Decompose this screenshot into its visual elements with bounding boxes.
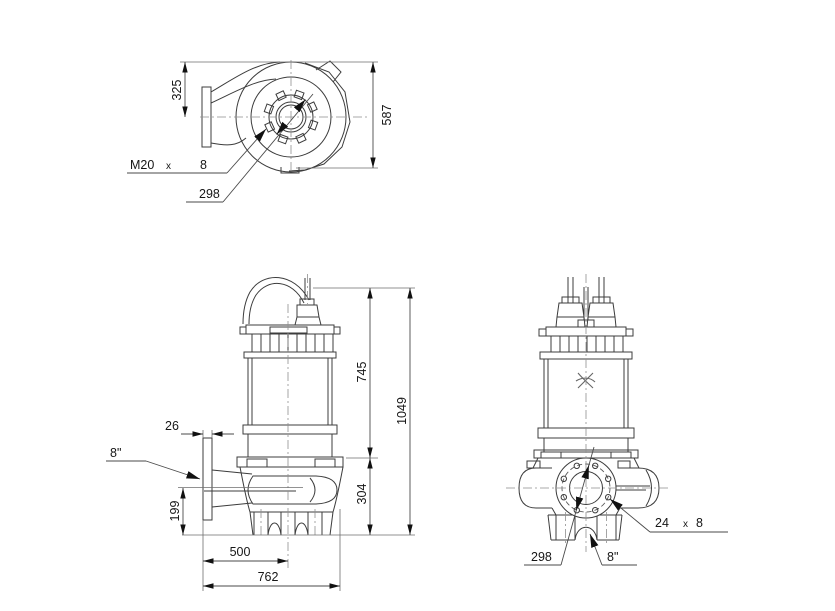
dim-587-label: 587 bbox=[380, 105, 394, 126]
leader-arrow-8in-front bbox=[589, 533, 603, 566]
dim-325-label: 325 bbox=[170, 80, 184, 101]
bolt-lugs bbox=[263, 89, 319, 145]
side-view-dimensions: 26 8" 199 500 762 745 304 1049 bbox=[106, 287, 415, 591]
bolt-hole-count-label: 8 bbox=[696, 516, 703, 530]
cooling-ribs bbox=[251, 334, 334, 352]
motor-top-plate bbox=[243, 351, 337, 359]
dim-1049-label: 1049 bbox=[395, 397, 409, 425]
lifting-lug-right bbox=[333, 326, 341, 335]
discharge-pipe-inner-wall bbox=[210, 78, 277, 104]
dim-298-front-label: 298 bbox=[531, 550, 552, 564]
casting-tab-top bbox=[315, 60, 342, 83]
dim-762-label: 762 bbox=[258, 570, 279, 584]
volute-bolt-tab-right bbox=[314, 458, 336, 468]
pump-housing-upper bbox=[247, 433, 333, 458]
cable-gland-left bbox=[555, 302, 586, 328]
leader-arrow-m20 bbox=[226, 128, 267, 174]
side-view: 26 8" 199 500 762 745 304 1049 bbox=[106, 274, 415, 591]
lug-right-front bbox=[625, 328, 634, 337]
support-feet bbox=[249, 511, 334, 536]
front-view-dimensions: 298 24 x 8 8" bbox=[524, 446, 728, 566]
clamp-band bbox=[242, 424, 338, 435]
volute-side-right bbox=[332, 466, 344, 513]
discharge-size-label-front: 8" bbox=[607, 550, 618, 564]
bolt-sign-label: x bbox=[166, 161, 171, 172]
diameter-arrow-upper bbox=[293, 99, 306, 113]
motor-body bbox=[247, 357, 333, 426]
pod-tab-right bbox=[617, 460, 631, 469]
cooling-ribs-front bbox=[550, 336, 624, 352]
diameter-arrow-upper-front bbox=[581, 465, 590, 480]
bolt-thread-label: M20 bbox=[130, 158, 154, 172]
volute-casting-outline bbox=[288, 62, 351, 172]
lifting-lug-left bbox=[239, 326, 247, 335]
front-view-centerlines bbox=[506, 274, 668, 552]
discharge-pipe-lower-wall bbox=[210, 137, 247, 146]
diameter-arrow-lower bbox=[276, 121, 289, 135]
volute-side-left bbox=[239, 466, 251, 513]
side-view-centerlines bbox=[260, 274, 316, 568]
dim-26-label: 26 bbox=[165, 419, 179, 433]
volute-top-flange bbox=[236, 456, 344, 468]
front-view-part bbox=[518, 277, 660, 541]
top-view-dimensions: 325 587 M20 x 8 298 bbox=[127, 61, 394, 203]
dim-304-label: 304 bbox=[355, 484, 369, 505]
discharge-pipe-outer-wall bbox=[210, 61, 281, 93]
bolt-hole-size-label: 24 bbox=[655, 516, 669, 530]
dim-500-label: 500 bbox=[230, 545, 251, 559]
top-view: 325 587 M20 x 8 298 bbox=[127, 60, 394, 203]
dim-298-label: 298 bbox=[199, 187, 220, 201]
nozzle-inner-wall bbox=[309, 477, 316, 503]
dim-199-label: 199 bbox=[168, 501, 182, 522]
handle-base bbox=[269, 326, 308, 334]
discharge-pipe-bottom bbox=[211, 502, 253, 508]
diameter-arrow-lower-front bbox=[575, 496, 584, 511]
leader-arrow-24x8 bbox=[609, 498, 651, 533]
pod-tab-left bbox=[526, 460, 541, 469]
cable-gland-cap-right bbox=[592, 296, 611, 304]
side-view-part bbox=[202, 277, 344, 536]
discharge-size-label-side: 8" bbox=[110, 446, 121, 460]
front-view: 298 24 x 8 8" bbox=[506, 274, 728, 566]
discharge-nozzle-profile bbox=[247, 475, 338, 505]
discharge-flange-side bbox=[202, 437, 213, 521]
dim-745-label: 745 bbox=[355, 362, 369, 383]
casting-tab-bottom bbox=[280, 167, 300, 174]
leader-arrow-8in-side bbox=[145, 460, 201, 480]
power-cables bbox=[567, 277, 605, 303]
bolt-count-label: 8 bbox=[200, 158, 207, 172]
support-feet-front bbox=[547, 514, 623, 541]
pod-inner-wall-right bbox=[645, 469, 652, 507]
volute-bolt-tab-left bbox=[246, 458, 268, 468]
cable-gland-right bbox=[586, 302, 617, 328]
discharge-pipe-top bbox=[211, 469, 253, 475]
brand-mark-icon bbox=[575, 372, 596, 389]
top-view-centerlines bbox=[200, 60, 368, 173]
cable-arch-outer bbox=[242, 277, 310, 325]
bolt-hole-sign-label: x bbox=[683, 519, 688, 530]
cable-gland-cap-left bbox=[561, 296, 580, 304]
lug-left-front bbox=[538, 328, 547, 337]
cable-arch-inner bbox=[248, 282, 305, 325]
cable-gland bbox=[294, 304, 322, 326]
